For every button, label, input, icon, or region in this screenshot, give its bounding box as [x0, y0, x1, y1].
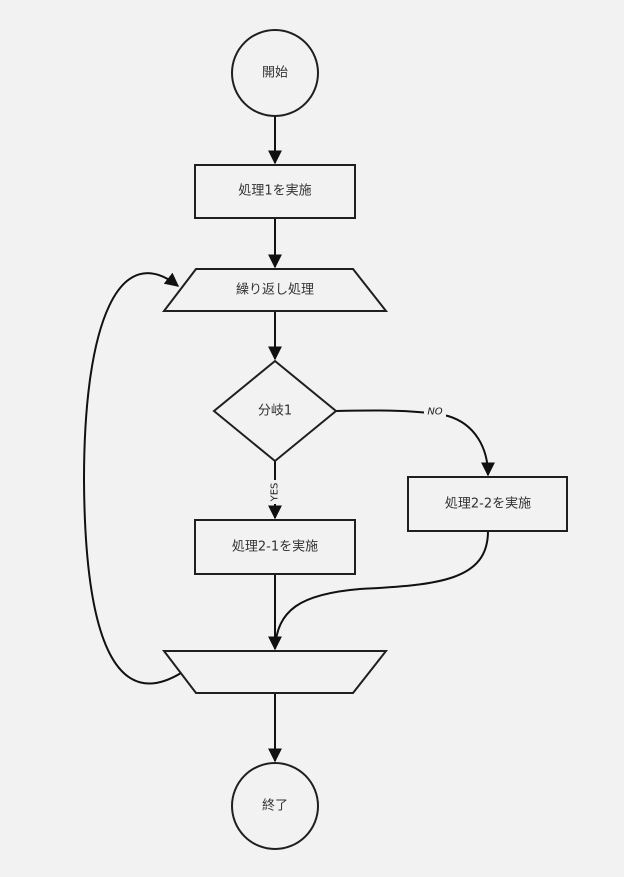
- branch1-node[interactable]: 分岐1: [212, 359, 338, 463]
- edge-process2-2-to-loop-end[interactable]: [274, 530, 489, 650]
- svg-text:処理2-2を実施: 処理2-2を実施: [445, 496, 531, 512]
- svg-text:終了: 終了: [262, 798, 288, 814]
- process2-1-node[interactable]: 処理2-1を実施: [194, 519, 356, 575]
- process2-2-node[interactable]: 処理2-2を実施: [407, 476, 568, 532]
- edge-branch1-no[interactable]: [335, 409, 495, 477]
- loop-end-node[interactable]: [161, 650, 389, 694]
- svg-text:NO: NO: [427, 407, 442, 418]
- end-node[interactable]: 終了: [231, 762, 319, 850]
- start-node[interactable]: 開始: [231, 29, 319, 117]
- svg-text:開始: 開始: [262, 66, 288, 81]
- edge-loop-back[interactable]: [82, 272, 182, 685]
- loop-start-node[interactable]: 繰り返し処理: [161, 268, 389, 312]
- edge-label-yes: YES: [268, 480, 282, 504]
- process1-node[interactable]: 処理1を実施: [194, 164, 356, 219]
- svg-text:分岐1: 分岐1: [258, 404, 292, 419]
- svg-text:処理2-1を実施: 処理2-1を実施: [232, 539, 318, 555]
- edge-label-no: NO: [424, 404, 446, 418]
- svg-text:繰り返し処理: 繰り返し処理: [236, 283, 314, 298]
- svg-text:YES: YES: [270, 483, 281, 503]
- svg-text:処理1を実施: 処理1を実施: [238, 183, 311, 199]
